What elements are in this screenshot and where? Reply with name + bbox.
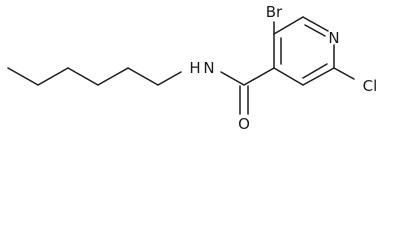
bond-n-to-carbonyl: [220, 71, 245, 86]
chlorine-label: Cl: [363, 77, 378, 95]
bond-chain-2: [37, 67, 69, 86]
molecule-structure: Br N Cl H N O: [7, 3, 378, 133]
bond-c2-to-cl: [333, 67, 355, 80]
bond-ring-c6-n: [302, 16, 329, 32]
bond-chain-5: [127, 67, 159, 86]
amide-nitrogen-label: N: [203, 59, 214, 77]
bond-ring-c2-c3: [302, 67, 335, 86]
bond-chain-to-n: [157, 71, 182, 86]
bond-ring-c6-n-inner: [304, 24, 326, 37]
oxygen-label: O: [238, 115, 250, 133]
bond-ring-c3-c4: [273, 67, 304, 86]
bond-chain-4: [97, 67, 129, 86]
ring-nitrogen-label: N: [328, 29, 339, 47]
bond-chain-1: [7, 67, 39, 86]
bond-chain-3: [67, 67, 99, 86]
hexyl-chain: [7, 67, 182, 86]
bond-carbonyl-to-ring: [243, 67, 275, 86]
amide-group: [220, 67, 275, 115]
bond-ring-c2-c3-inner: [302, 63, 328, 79]
amide-hydrogen-label: H: [189, 59, 200, 77]
pyridine-ring: [273, 16, 355, 86]
bond-ring-c5-c6: [273, 16, 304, 35]
bromine-label: Br: [266, 3, 283, 21]
